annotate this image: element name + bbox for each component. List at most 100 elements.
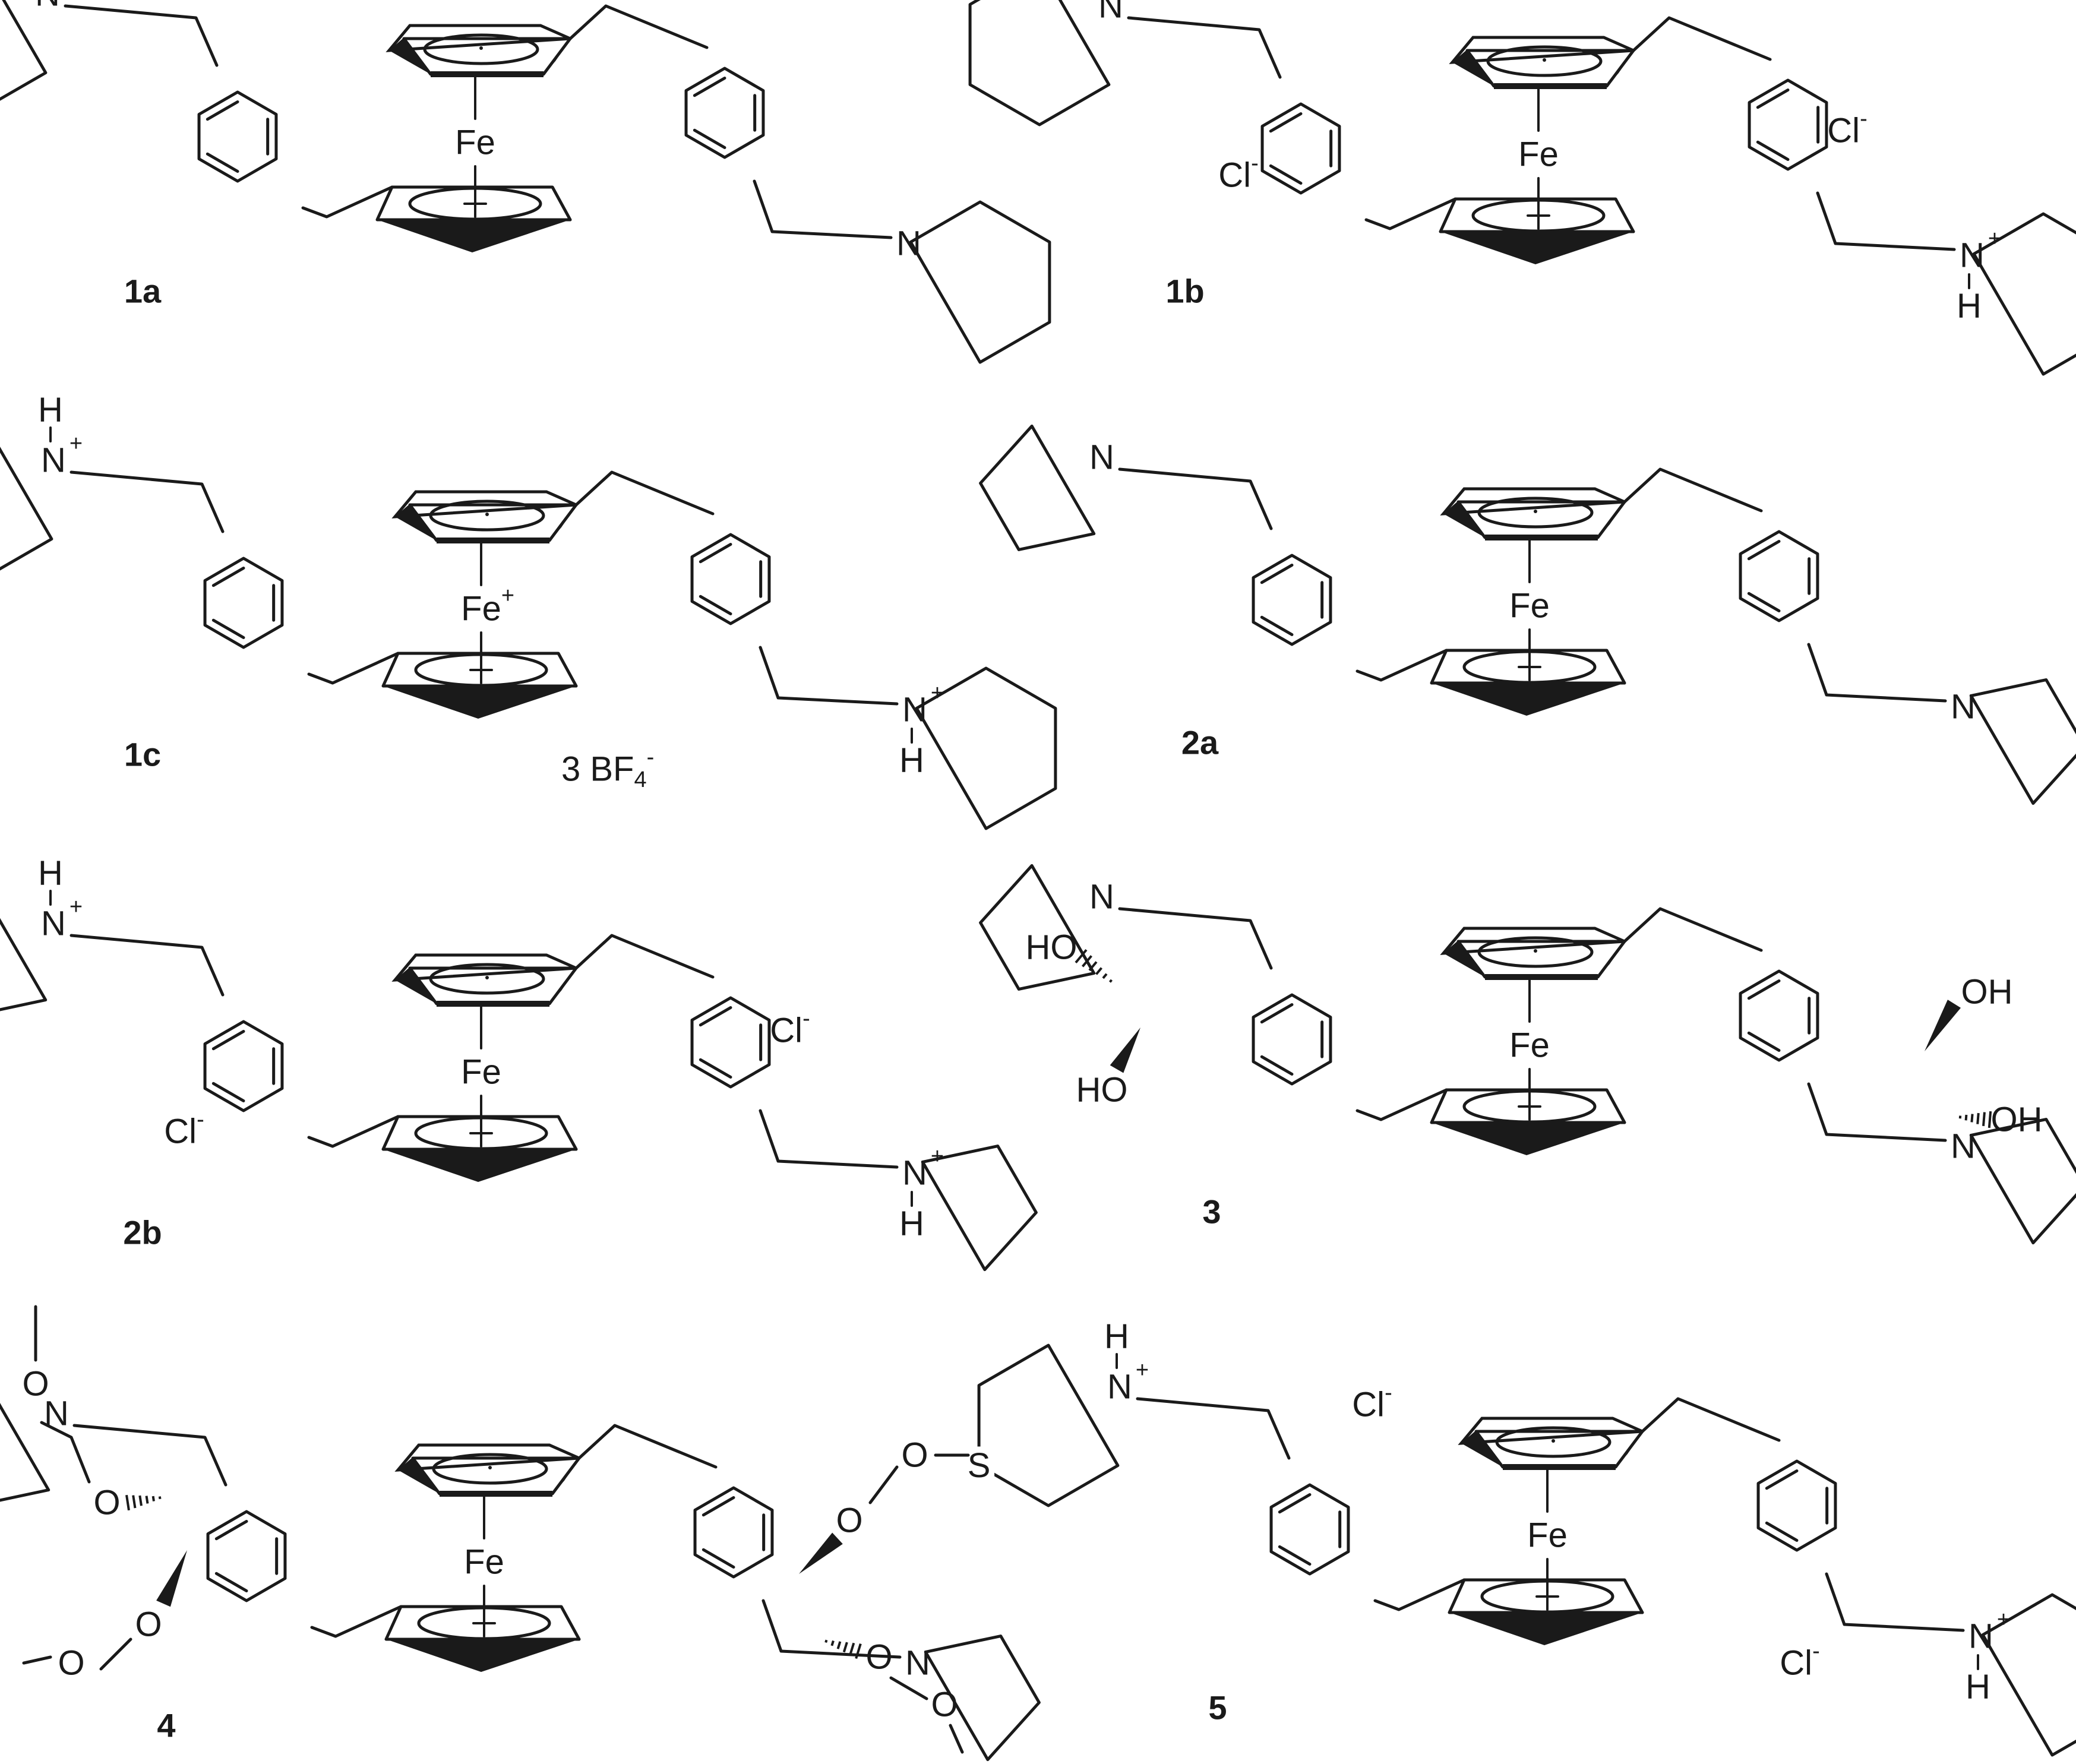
minus-charge: - — [1251, 151, 1259, 176]
bond — [1747, 979, 1781, 1000]
ring-bonds — [1969, 1118, 2076, 1245]
ring-bonds — [0, 446, 53, 571]
metal-label: Fe — [1509, 587, 1550, 625]
bond — [214, 1520, 248, 1541]
benzene-ring — [690, 996, 771, 1089]
bond — [1269, 112, 1303, 133]
cp-bold-wedge — [383, 686, 576, 719]
heterocycle-piperidine: N+H — [1957, 212, 2076, 376]
bf4-charge: - — [647, 745, 655, 770]
hash-bond — [1075, 949, 1088, 964]
heterocycle-pyrrolidine: N — [979, 424, 1114, 551]
hash-bond — [830, 1640, 835, 1646]
chloride-counterion: Cl- — [1352, 1380, 1392, 1424]
cp-bold-edge — [549, 968, 576, 1004]
compound-label: 1c — [124, 736, 161, 773]
ring-bonds — [1969, 678, 2076, 805]
bond — [211, 567, 245, 587]
plus-charge: + — [69, 894, 83, 919]
hydroxyl-label: OH — [1961, 973, 2013, 1011]
cp-bold-edge — [395, 968, 437, 1004]
hydroxyl-label: HO — [1076, 1071, 1128, 1109]
methylene-linker — [759, 646, 899, 706]
compound-label: 2a — [1181, 724, 1219, 761]
oxygen-label: O — [901, 1436, 928, 1475]
cp-bold-wedge — [1432, 683, 1625, 716]
benzene-ring — [1252, 993, 1332, 1086]
hash-bond — [855, 1643, 862, 1659]
metal-label: Fe — [461, 590, 501, 628]
hash-bond — [1102, 973, 1108, 979]
cp-aromatic-circle — [1477, 936, 1594, 968]
bond — [699, 543, 732, 564]
chloride-counterion: Cl- — [770, 1006, 810, 1050]
benzene-ring — [206, 1510, 287, 1602]
benzene-ring — [684, 67, 765, 159]
cp-bold-edge — [1616, 1431, 1642, 1467]
ring-bonds — [0, 918, 48, 1011]
nitrogen-label: N — [1951, 1127, 1976, 1166]
cp-bold-edge — [1452, 50, 1494, 86]
molecule-1c: Fe+N+HN+H1c — [0, 391, 1057, 830]
hydrogen-label: H — [38, 391, 63, 429]
bond — [1278, 1545, 1312, 1566]
cp-bold-edge — [1598, 941, 1625, 977]
cp-ring-top — [391, 953, 578, 1007]
heterocycle-piperidine: N+H — [899, 666, 1057, 830]
wedge-bond — [799, 1532, 843, 1574]
hydrogen-label: H — [38, 854, 63, 893]
ring-bonds — [0, 0, 48, 101]
methylene-linker — [1816, 191, 1956, 251]
methylene-linker — [577, 1424, 718, 1469]
bond — [1260, 564, 1294, 584]
hash-bond — [1081, 955, 1093, 968]
mom-chain — [889, 1676, 928, 1700]
bond — [22, 1655, 52, 1665]
cp-bold-edge — [549, 505, 576, 540]
metal-label: Fe — [1518, 135, 1559, 174]
plus-charge: + — [69, 431, 83, 456]
methylene-linker — [1825, 1572, 1965, 1632]
cp-ring-bottom — [1430, 1088, 1626, 1155]
heterocycle-pyrrolidine: N — [905, 1635, 1041, 1762]
benzene-ring — [693, 1486, 774, 1579]
benzene-ring — [1739, 530, 1819, 622]
nitrogen-label: N — [1960, 236, 1985, 275]
chloride-counterion: Cl- — [164, 1107, 204, 1151]
methylene-linker — [1641, 1397, 1781, 1442]
ring-bonds — [977, 1343, 1120, 1507]
ring-bonds — [921, 1145, 1038, 1272]
cp-bold-edge — [1461, 1431, 1503, 1467]
heterocycle-pyrrolidine: N+H — [899, 1144, 1038, 1272]
methylene-linker — [1807, 1082, 1947, 1142]
wedge-bond — [156, 1550, 187, 1607]
nitrogen-label: N — [1098, 0, 1123, 26]
bond — [206, 152, 239, 173]
cp-centroid — [488, 1466, 492, 1469]
cp-ring-bottom — [384, 1605, 581, 1672]
compound-label: 3 — [1202, 1193, 1221, 1231]
methylene-linker — [1373, 1578, 1466, 1611]
cp-ring-bottom — [381, 1115, 578, 1182]
hash-bond — [1970, 1114, 1974, 1123]
plus-charge: + — [1136, 1358, 1149, 1383]
ring-bonds — [979, 424, 1096, 551]
plus-charge: + — [1127, 0, 1140, 2]
compound-label: 2b — [123, 1214, 162, 1251]
benzene-ring — [197, 90, 278, 183]
mom-chain — [868, 1465, 899, 1504]
hash-bond — [842, 1642, 848, 1653]
bond — [1260, 1055, 1294, 1076]
ring-bonds — [915, 666, 1057, 830]
nitrogen-label: N — [35, 0, 60, 14]
mom-chain — [99, 1637, 132, 1671]
cp-aromatic-circle — [1477, 497, 1594, 529]
heterocycle-piperidine: N+H — [968, 0, 1140, 127]
cp-ring-bottom — [1439, 197, 1635, 264]
metal-label: Fe — [1509, 1026, 1550, 1065]
oxygen-label: O — [22, 1365, 49, 1403]
